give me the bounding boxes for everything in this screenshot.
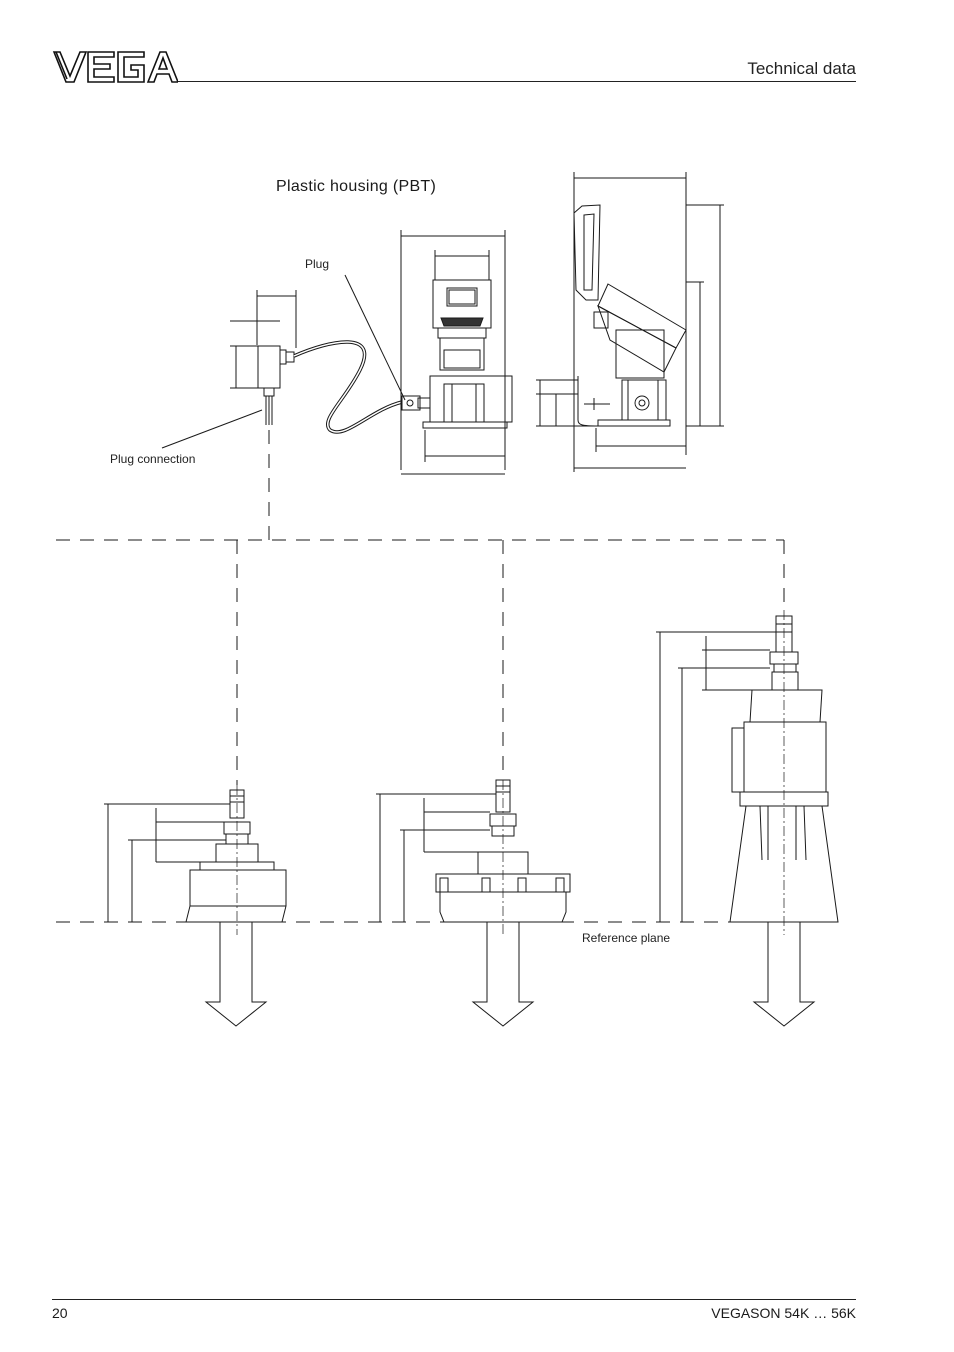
- figure-title: Plastic housing (PBT): [276, 178, 437, 195]
- plug-connection-module: [230, 290, 297, 425]
- dashed-guides: [56, 430, 840, 923]
- vega-logo: [52, 51, 178, 83]
- section-title: Technical data: [747, 59, 856, 78]
- product-name: VEGASON 54K … 56K: [711, 1305, 856, 1321]
- sensor-middle: [376, 779, 571, 1027]
- plug-connection-leader-line: [161, 409, 263, 449]
- housing-front-view: [400, 230, 513, 475]
- plug-connection-label: Plug connection: [110, 452, 196, 466]
- footer-rule: [52, 1299, 856, 1300]
- cable: [293, 340, 403, 434]
- header-rule: [178, 81, 856, 82]
- housing-side-view: [536, 172, 724, 472]
- sensor-left: [104, 789, 287, 1027]
- reference-plane-label: Reference plane: [582, 931, 671, 945]
- sensor-right: [656, 615, 839, 1027]
- plug-label: Plug: [305, 257, 330, 271]
- page-number: 20: [52, 1305, 68, 1321]
- plug-leader-line: [344, 274, 406, 401]
